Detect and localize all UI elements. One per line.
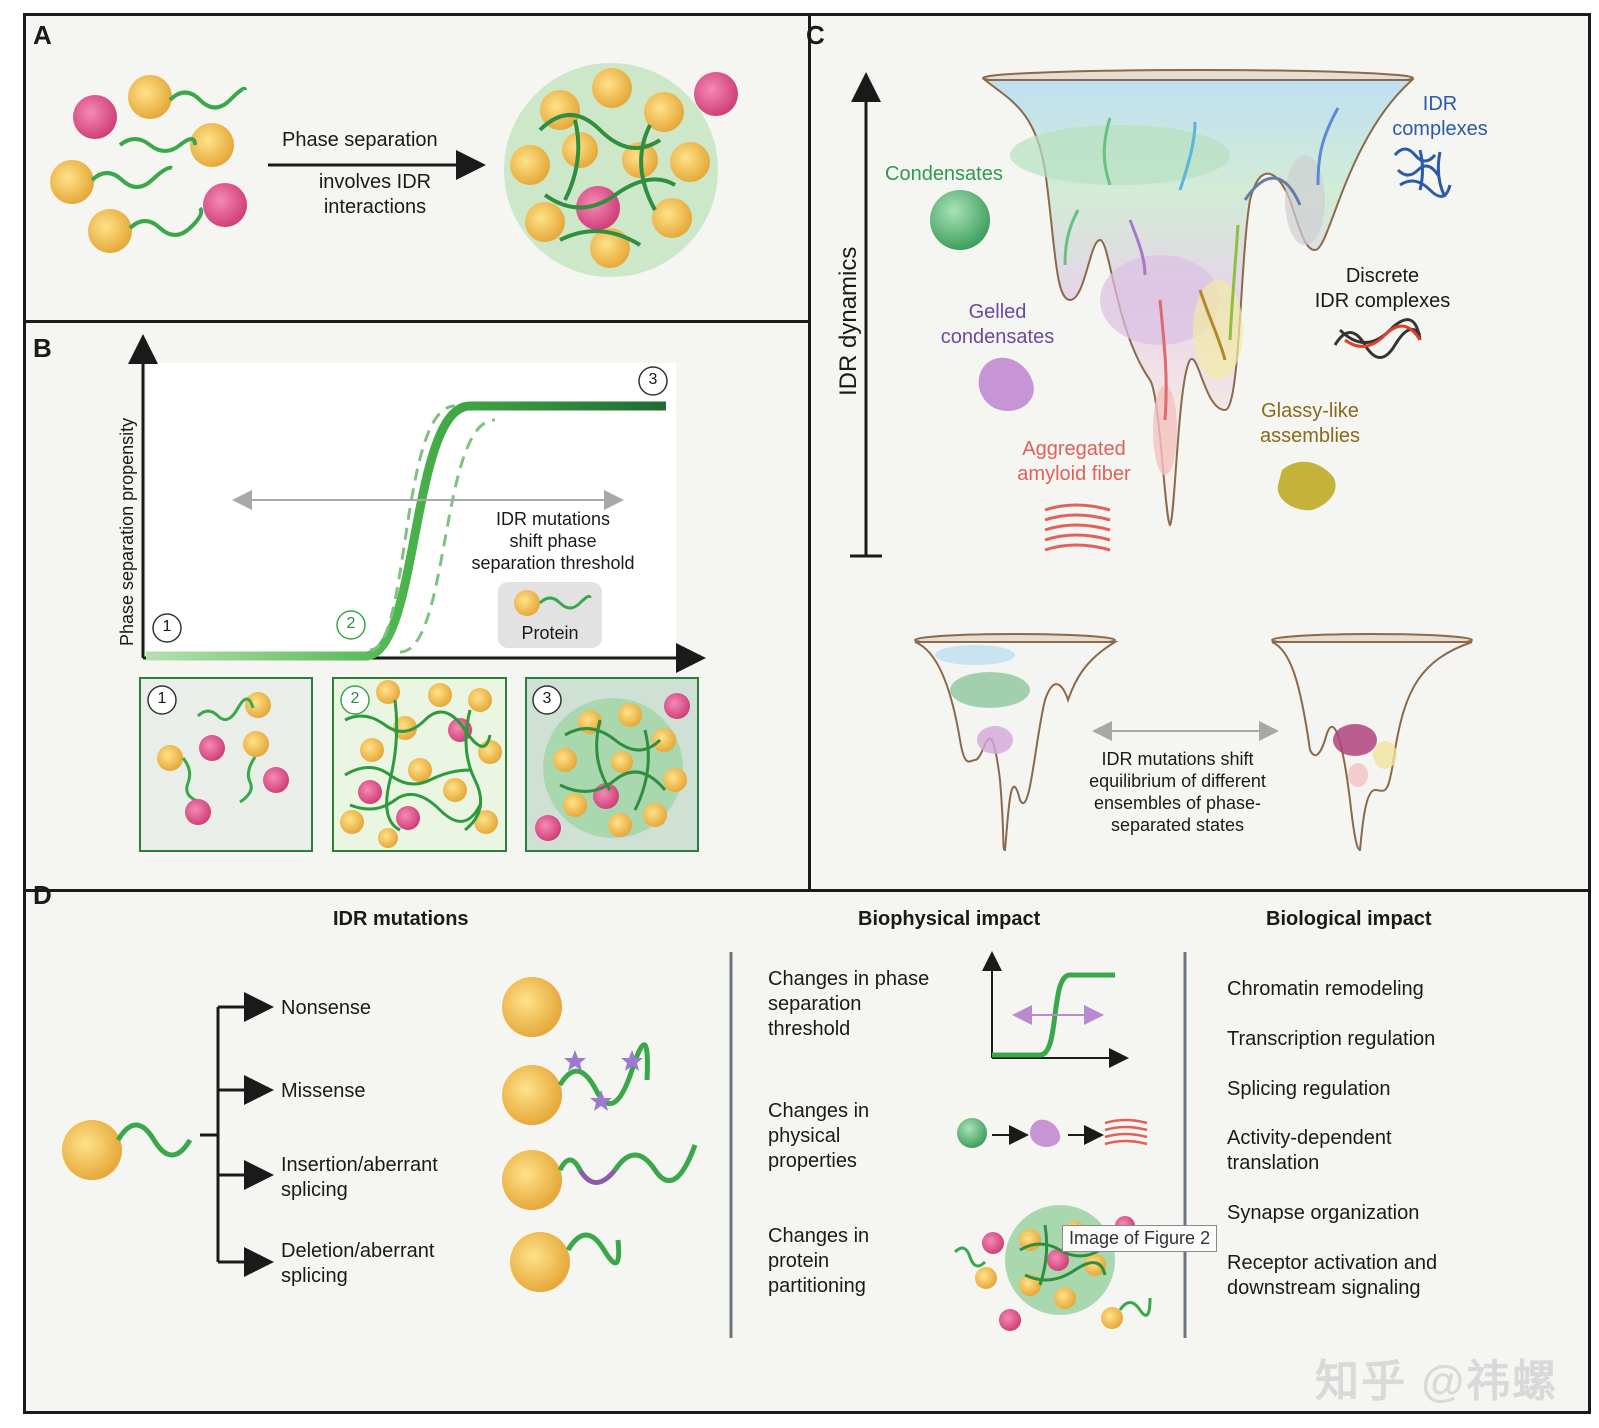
gelled-label-1: Gelled <box>968 301 1027 323</box>
bio-chromatin: Chromatin remodeling <box>1227 978 1424 1000</box>
biophys-threshold-2: separation <box>768 993 862 1015</box>
bio-splicing: Splicing regulation <box>1227 1078 1391 1100</box>
marker-3 <box>638 366 668 396</box>
box-2-label: 2 <box>350 690 360 707</box>
discrete-label-1: Discrete <box>1345 265 1420 287</box>
equilibrium-label-2: equilibrium of different <box>1089 771 1266 791</box>
col-biophysical-title: Biophysical impact <box>858 908 1041 930</box>
marker-1 <box>152 613 182 643</box>
equilibrium-label-3: ensembles of phase- <box>1093 793 1262 813</box>
interactions-label: interactions <box>323 196 427 218</box>
idr-complexes-label-2: complexes <box>1392 118 1488 140</box>
biophys-partitioning-3: partitioning <box>768 1275 866 1297</box>
biophys-physical-2: physical <box>768 1125 841 1147</box>
nonsense-protein-icon <box>502 977 562 1037</box>
mutation-nonsense: Nonsense <box>281 997 372 1019</box>
mini-gelled-icon <box>1030 1119 1061 1147</box>
marker-3-label: 3 <box>648 371 658 388</box>
small-funnel-left <box>914 633 1119 852</box>
marker-1-label: 1 <box>162 618 172 635</box>
bio-receptor-1: Receptor activation and <box>1227 1252 1438 1274</box>
mutation-missense: Missense <box>281 1080 366 1102</box>
figure-tooltip: Image of Figure 2 <box>1062 1225 1218 1252</box>
shifted-curve-left <box>369 404 456 652</box>
wildtype-protein-glob <box>62 1120 122 1180</box>
bio-synapse: Synapse organization <box>1227 1202 1420 1224</box>
separation-threshold-label: separation threshold <box>471 553 635 573</box>
bio-activity-2: translation <box>1227 1152 1320 1174</box>
amyloid-label-1: Aggregated <box>1022 438 1126 460</box>
mutation-deletion-1: Deletion/aberrant <box>281 1240 435 1262</box>
panel-label-c: C <box>806 20 825 50</box>
bio-activity-1: Activity-dependent <box>1227 1127 1392 1149</box>
idr-complex-icon <box>1393 147 1452 198</box>
biophys-physical-1: Changes in <box>768 1100 870 1122</box>
biophys-partitioning-1: Changes in <box>768 1225 870 1247</box>
gelled-label-2: condensates <box>940 326 1055 348</box>
bio-transcription: Transcription regulation <box>1227 1028 1436 1050</box>
sigmoid-curve <box>146 401 666 661</box>
mini-condensate-icon <box>957 1118 987 1148</box>
discrete-label-2: IDR complexes <box>1314 290 1451 312</box>
shift-phase-label: shift phase <box>509 531 597 551</box>
discrete-complex-red-icon <box>1344 324 1422 348</box>
gelled-condensate-icon <box>978 357 1034 411</box>
condensate-icon <box>930 190 990 250</box>
protein-legend-tail <box>538 594 592 610</box>
insertion-protein-icon <box>502 1144 698 1210</box>
panel-a-condensate <box>504 63 738 277</box>
marker-2-label: 2 <box>346 615 356 632</box>
idr-mutations-label: IDR mutations <box>495 509 611 529</box>
glassy-assembly-icon <box>1277 461 1336 511</box>
biophys-threshold-3: threshold <box>768 1018 851 1040</box>
box-1-label: 1 <box>157 690 167 707</box>
equilibrium-label-4: separated states <box>1110 815 1245 835</box>
box-3-label: 3 <box>542 690 552 707</box>
panel-label-a: A <box>33 20 52 50</box>
biophys-threshold-1: Changes in phase <box>768 968 930 990</box>
involves-idr-label: involves IDR <box>318 171 432 193</box>
panel-d <box>23 889 1591 1414</box>
deletion-protein-icon <box>510 1232 622 1292</box>
idr-dynamics-label: IDR dynamics <box>835 246 862 396</box>
missense-protein-icon <box>502 1042 650 1125</box>
state-box-3 <box>525 677 699 852</box>
biophys-physical-3: properties <box>768 1150 857 1172</box>
condensates-label: Condensates <box>885 163 1003 185</box>
idr-complexes-label-1: IDR <box>1422 93 1458 115</box>
phase-separation-label: Phase separation <box>282 129 438 151</box>
protein-legend-glob <box>514 590 540 616</box>
glassy-label-1: Glassy-like <box>1261 400 1359 422</box>
small-funnel-right <box>1271 633 1473 852</box>
mutation-insertion-1: Insertion/aberrant <box>281 1154 438 1176</box>
mini-amyloid-icon <box>1104 1118 1148 1146</box>
col-idr-mutations-title: IDR mutations <box>333 908 469 930</box>
marker-2 <box>336 610 366 640</box>
protein-legend-label: Protein <box>521 623 579 643</box>
mutation-deletion-2: splicing <box>281 1265 348 1287</box>
panel-label-d: D <box>33 880 52 910</box>
amyloid-fiber-icon <box>1044 503 1111 552</box>
mutation-insertion-2: splicing <box>281 1179 348 1201</box>
amyloid-label-2: amyloid fiber <box>1017 463 1131 485</box>
biophys-partitioning-2: protein <box>768 1250 830 1272</box>
mini-partitioning-icon <box>953 1205 1152 1331</box>
state-box-1 <box>139 677 313 852</box>
col-biological-title: Biological impact <box>1266 908 1432 930</box>
glassy-label-2: assemblies <box>1259 425 1361 447</box>
panel-a-proteins <box>50 75 247 253</box>
mutation-bracket <box>200 1007 220 1262</box>
watermark: 知乎 @祎螺 <box>1315 1357 1559 1406</box>
bio-receptor-2: downstream signaling <box>1227 1277 1421 1299</box>
state-box-2 <box>332 677 507 852</box>
equilibrium-label-1: IDR mutations shift <box>1101 749 1254 769</box>
shifted-curve-right <box>399 418 496 654</box>
discrete-complex-icon <box>1333 318 1422 359</box>
phase-separation-propensity-label: Phase separation propensity <box>117 417 137 646</box>
energy-funnel <box>982 69 1415 527</box>
wildtype-protein-tail <box>115 1122 193 1158</box>
panel-label-b: B <box>33 333 52 363</box>
